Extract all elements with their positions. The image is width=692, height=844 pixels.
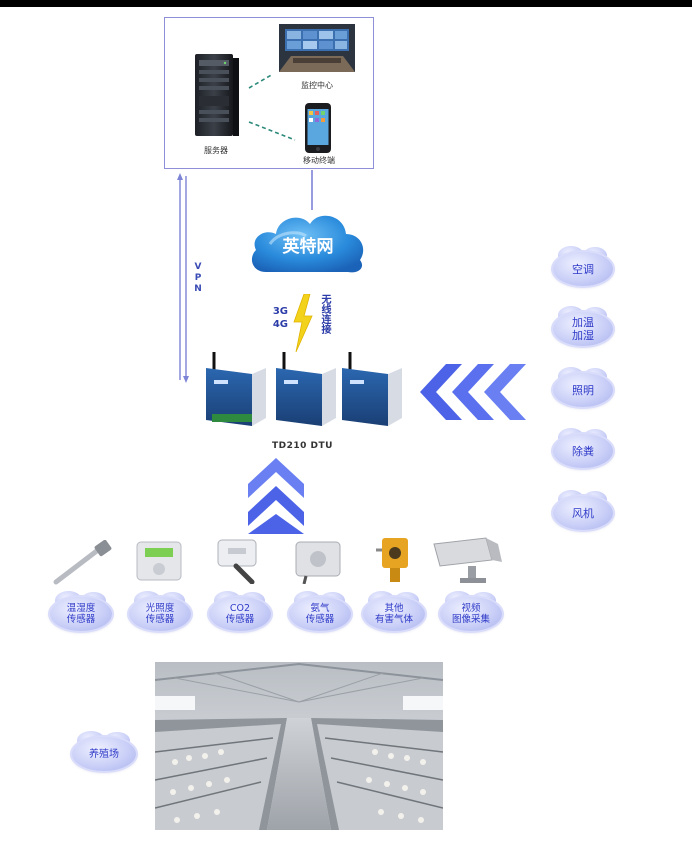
sensor-ammonia: 氨气 传感器: [289, 590, 351, 631]
temperature-humidity-probe-icon: [53, 540, 112, 585]
lightning-bolt-icon: [293, 294, 313, 352]
harmful-gas-detector-icon: [376, 538, 408, 582]
poultry-farm-photo: [155, 662, 443, 830]
sensor-temp-humidity: 温湿度 传感器: [50, 590, 112, 631]
internet-cloud-label: 英特网: [282, 237, 334, 257]
dtu-label: TD210 DTU: [272, 441, 333, 451]
sensor-harmful-gas: 其他 有害气体: [363, 590, 425, 631]
surveillance-camera-icon: [433, 537, 502, 583]
dtu-device-1: [206, 352, 266, 426]
wireless-connection-label: 无线连接: [319, 294, 330, 334]
actuator-heating-humidifying: 加温 加湿: [553, 305, 613, 346]
sensor-video: 视频 图像采集: [440, 590, 502, 631]
monitoring-center-label: 监控中心: [301, 81, 333, 90]
monitoring-center-image: [279, 24, 355, 72]
sensor-co2: CO2 传感器: [209, 590, 271, 631]
actuator-lighting: 照明: [553, 366, 613, 407]
internet-cloud-icon: [251, 215, 364, 273]
dtu-devices-group: [206, 352, 402, 426]
dashed-connection-lines: [248, 73, 296, 141]
mobile-terminal-label: 移动终端: [303, 156, 335, 165]
light-sensor-icon: [136, 541, 182, 581]
sensor-light: 光照度 传感器: [129, 590, 191, 631]
vpn-label: VPN: [193, 262, 203, 295]
dtu-device-2: [276, 352, 336, 426]
up-chevron-arrows-icon: [248, 458, 304, 534]
actuator-air-conditioner: 空调: [553, 245, 613, 286]
server-rack-icon: [195, 54, 239, 136]
mobile-phone-icon: [305, 103, 331, 153]
dtu-device-3: [342, 352, 402, 426]
network-4g-label: 4G: [272, 319, 288, 330]
server-label: 服务器: [204, 146, 228, 155]
actuator-manure-removal: 除粪: [553, 427, 613, 468]
ammonia-sensor-icon: [295, 541, 341, 584]
left-chevron-arrows-icon: [420, 364, 526, 420]
co2-sensor-icon: [217, 539, 257, 584]
top-status-bar: [0, 0, 692, 7]
monitoring-system-box: 服务器 监控中心 移动终端: [164, 17, 374, 169]
farm-label-bubble: 养殖场: [72, 730, 136, 771]
actuator-fan: 风机: [553, 489, 613, 530]
network-3g-label: 3G: [272, 306, 288, 317]
